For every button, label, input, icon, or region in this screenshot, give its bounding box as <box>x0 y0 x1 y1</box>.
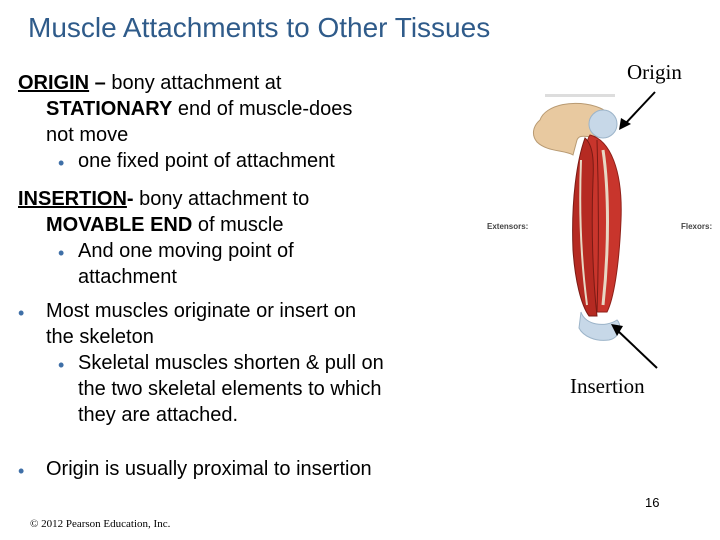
insertion-sub-text-2: attachment <box>78 266 177 288</box>
proximal-bullet: • <box>18 461 25 481</box>
most-sub-text-1: Skeletal muscles shorten & pull on <box>78 352 384 374</box>
slide-title: Muscle Attachments to Other Tissues <box>28 12 491 43</box>
insertion-sub-bullet: • <box>58 243 65 263</box>
insertion-term: INSERTION <box>18 188 127 210</box>
flexors-label: Flexors: <box>681 222 713 231</box>
joint-capsule <box>588 109 618 139</box>
origin-arrow-head <box>619 118 631 130</box>
extensor-muscle <box>572 137 598 317</box>
most-sub-text-2: the two skeletal elements to which <box>78 378 382 400</box>
insertion-movable: MOVABLE END <box>46 214 193 236</box>
insertion-line2-rest: of muscle <box>192 214 284 236</box>
origin-sub-bullet: • <box>58 153 65 173</box>
origin-line2-rest: end of muscle-does <box>172 98 353 120</box>
origin-line-2: STATIONARY end of muscle-does <box>46 96 352 122</box>
most-sub-text-3: they are attached. <box>78 404 239 426</box>
origin-label: Origin <box>627 60 682 84</box>
page-number: 16 <box>645 495 660 510</box>
most-sub-bullet: • <box>58 355 65 375</box>
forearm-muscle-illustration <box>532 91 658 369</box>
most-line-1: Most muscles originate or insert on <box>46 300 357 322</box>
copyright-notice: © 2012 Pearson Education, Inc. <box>30 518 171 530</box>
origin-sub-text: one fixed point of attachment <box>78 150 335 172</box>
most-bullet: • <box>18 303 25 323</box>
extensors-label: Extensors: <box>487 222 529 231</box>
most-line-2: the skeleton <box>46 326 154 348</box>
insertion-line-1: INSERTION- bony attachment to <box>18 186 309 212</box>
origin-term: ORIGIN <box>18 72 90 94</box>
muscle-division <box>596 139 599 313</box>
origin-dash: – <box>89 72 112 94</box>
proximal-text: Origin is usually proximal to insertion <box>46 458 372 480</box>
insertion-label: Insertion <box>570 374 645 398</box>
origin-line1-rest: bony attachment at <box>111 72 282 94</box>
insertion-arrow-head <box>611 324 623 336</box>
insertion-arrow-line <box>616 329 658 369</box>
tendon-2 <box>579 159 588 306</box>
insertion-sub-text-1: And one moving point of <box>78 240 294 262</box>
insertion-line-2: MOVABLE END of muscle <box>46 212 283 238</box>
origin-line-1: ORIGIN – bony attachment at <box>18 70 281 96</box>
insertion-line1-rest: bony attachment to <box>139 188 310 210</box>
origin-arrow-line <box>624 91 656 125</box>
origin-line-3: not move <box>46 124 129 146</box>
insertion-dash: - <box>126 188 140 210</box>
tendon-1 <box>601 149 609 306</box>
figure-caption-strip <box>545 94 615 97</box>
origin-stationary: STATIONARY <box>46 98 173 120</box>
